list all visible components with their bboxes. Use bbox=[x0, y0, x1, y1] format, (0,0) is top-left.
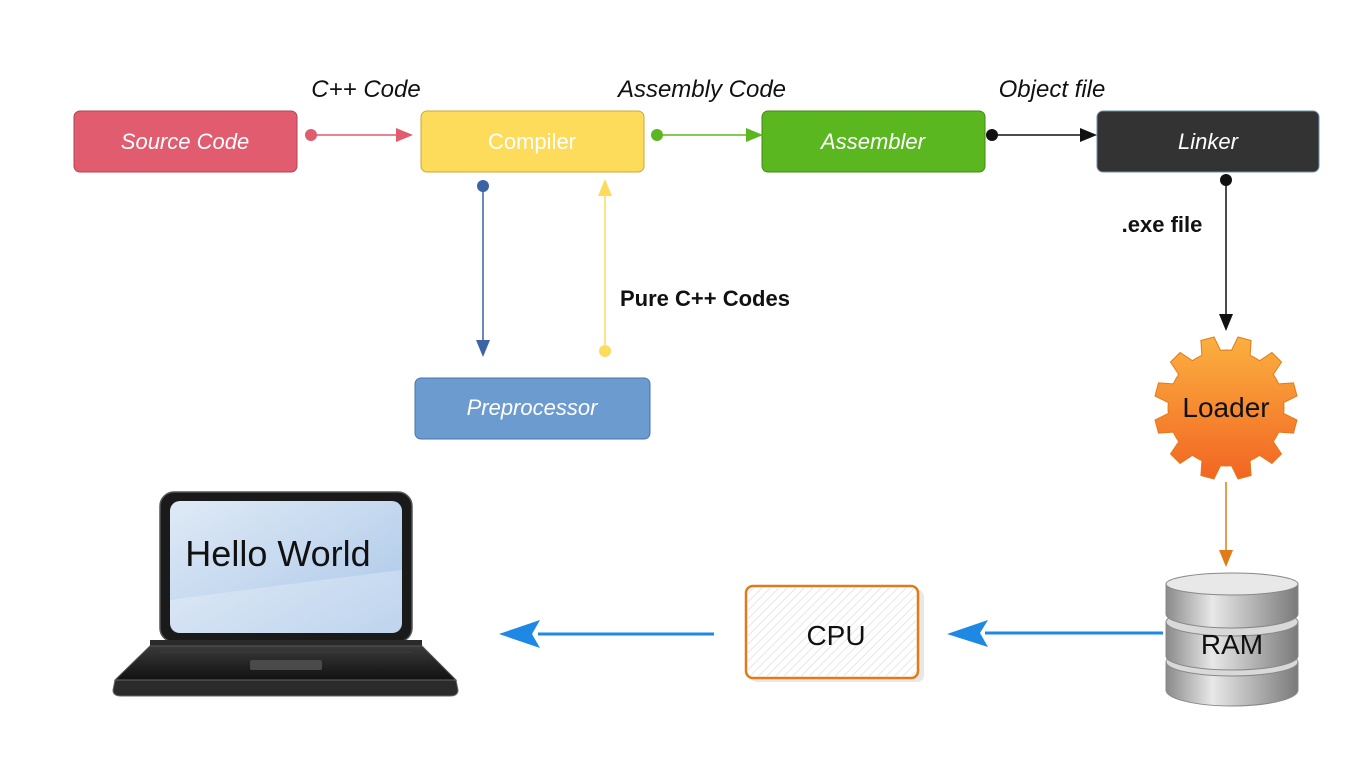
source-code-label: Source Code bbox=[121, 129, 249, 154]
preprocessor-label: Preprocessor bbox=[467, 395, 600, 420]
edge-preprocessor-to-compiler: Pure C++ Codes bbox=[598, 179, 790, 357]
cpu-label: CPU bbox=[806, 620, 865, 651]
edge-cpu-to-laptop bbox=[499, 620, 714, 648]
cpu-node: CPU bbox=[744, 584, 924, 682]
edge-loader-to-ram bbox=[1219, 482, 1233, 567]
preprocessor-node: Preprocessor bbox=[414, 377, 651, 440]
laptop-icon: Hello World bbox=[112, 491, 459, 697]
ram-label: RAM bbox=[1201, 629, 1263, 660]
pure-cpp-codes-label: Pure C++ Codes bbox=[620, 286, 790, 311]
assembler-label: Assembler bbox=[819, 129, 927, 154]
linker-label: Linker bbox=[1178, 129, 1240, 154]
ram-database-icon: RAM bbox=[1165, 572, 1299, 707]
loader-gear-icon: Loader bbox=[1154, 336, 1298, 480]
assembler-node: Assembler bbox=[761, 110, 986, 173]
edge-compiler-to-assembler: Assembly Code bbox=[616, 76, 786, 142]
edge-source-to-compiler: C++ Code bbox=[305, 76, 421, 142]
exe-file-label: .exe file bbox=[1122, 212, 1203, 237]
c-code-label: C++ Code bbox=[311, 76, 420, 103]
object-file-label: Object file bbox=[999, 76, 1106, 103]
loader-label: Loader bbox=[1182, 392, 1269, 423]
source-code-node: Source Code bbox=[73, 110, 298, 173]
laptop-screen-text: Hello World bbox=[185, 533, 370, 574]
edge-assembler-to-linker: Object file bbox=[986, 76, 1105, 142]
edge-linker-to-loader: .exe file bbox=[1122, 174, 1233, 331]
edge-compiler-to-preprocessor bbox=[476, 180, 490, 357]
compiler-label: Compiler bbox=[488, 129, 576, 154]
compiler-node: Compiler bbox=[420, 110, 645, 173]
assembly-code-label: Assembly Code bbox=[616, 76, 786, 103]
linker-node: Linker bbox=[1096, 110, 1320, 173]
edge-ram-to-cpu bbox=[947, 620, 1163, 647]
